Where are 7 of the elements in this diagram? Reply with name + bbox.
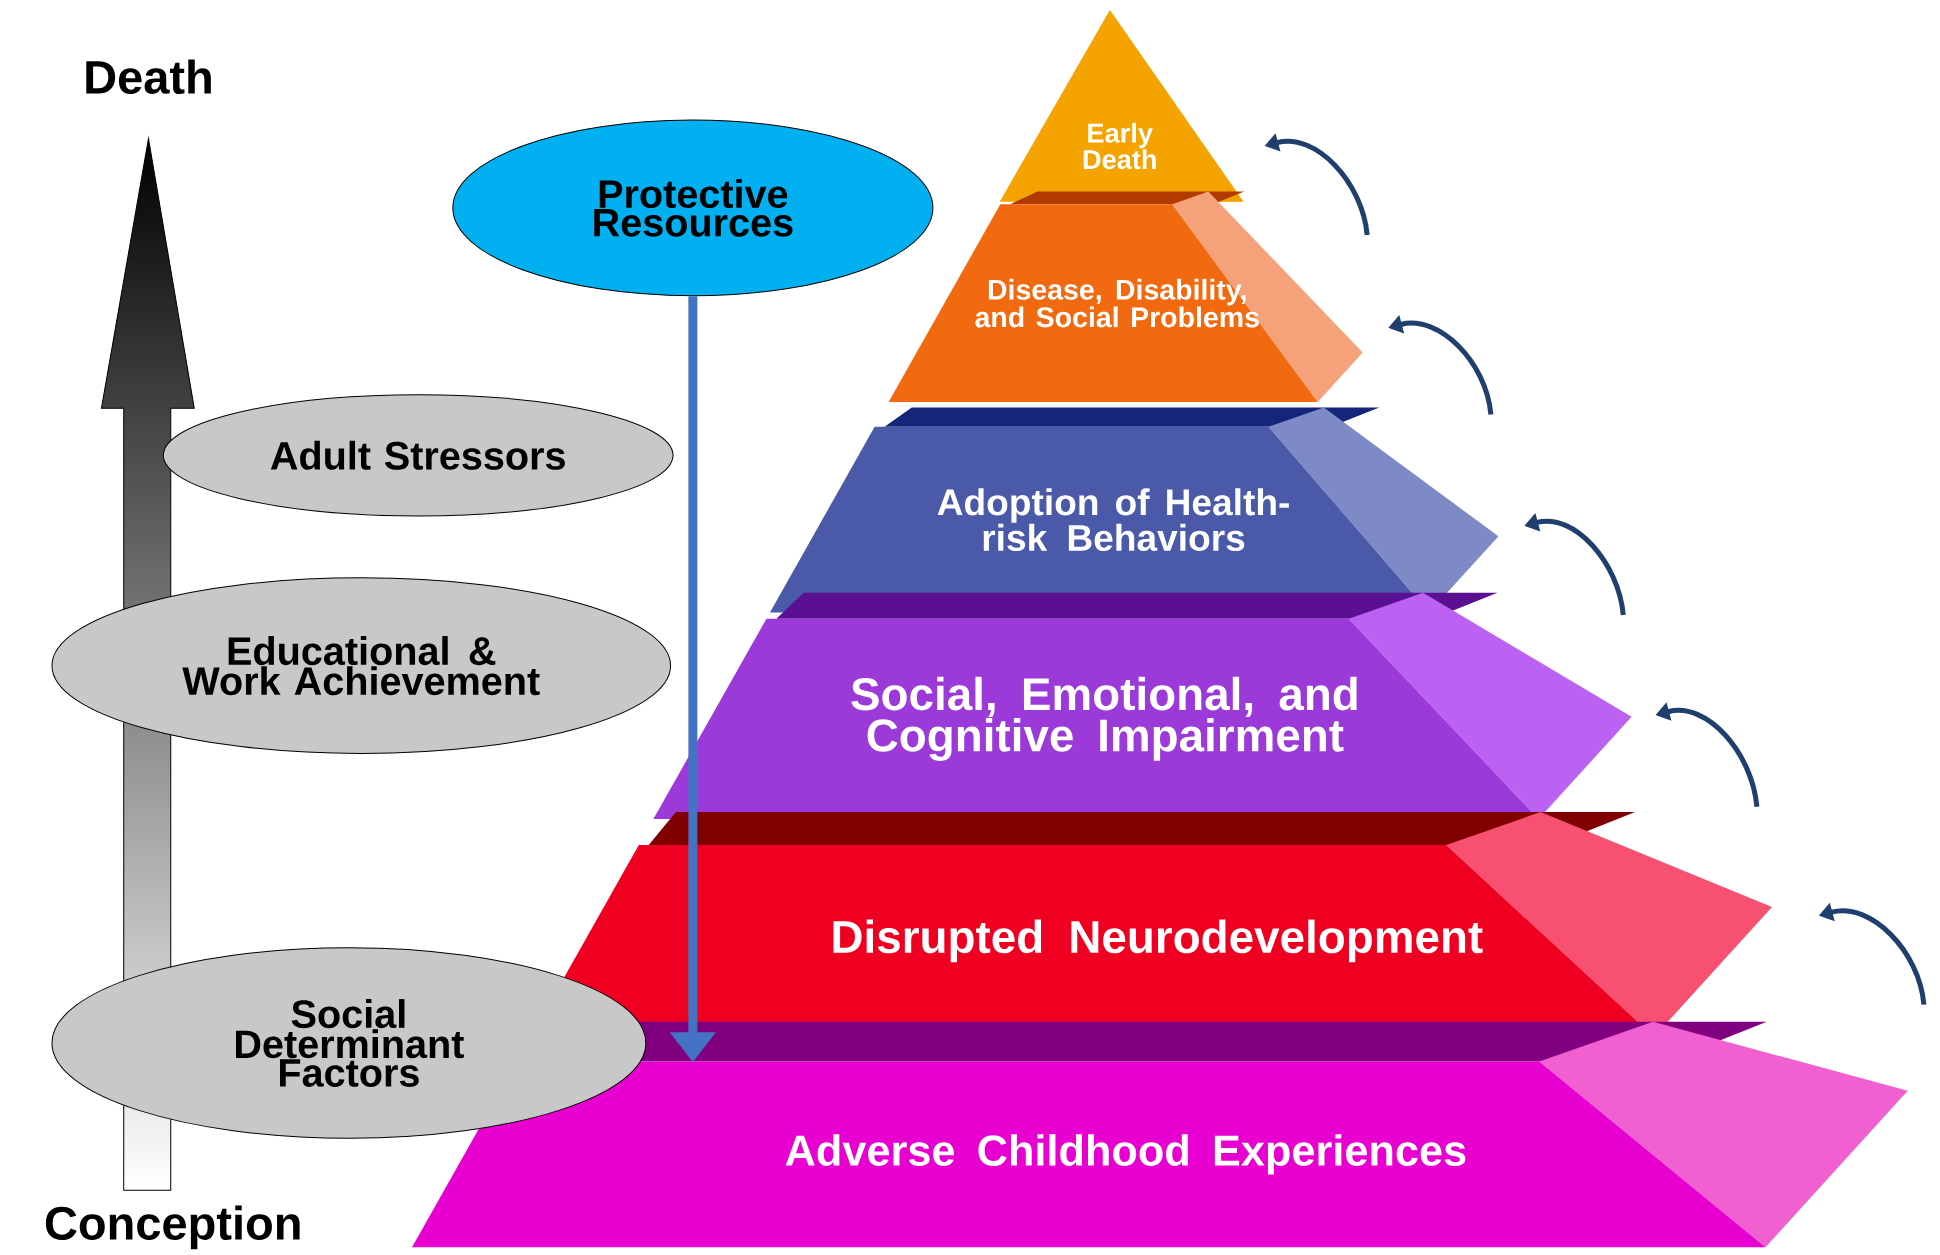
layer-label: Adoption of Health-risk Behaviors bbox=[937, 488, 1289, 552]
axis-label: Conception bbox=[45, 1205, 300, 1250]
axis-label: Death bbox=[86, 59, 211, 95]
layer-label: Early Death bbox=[1083, 123, 1156, 170]
layer-label: Disease, Disability, and Social Problems bbox=[975, 279, 1259, 328]
layer-label: Disrupted Neurodevelopment bbox=[833, 919, 1483, 963]
layer-label: Social, Emotional, and Cognitive Impairment bbox=[851, 676, 1357, 762]
